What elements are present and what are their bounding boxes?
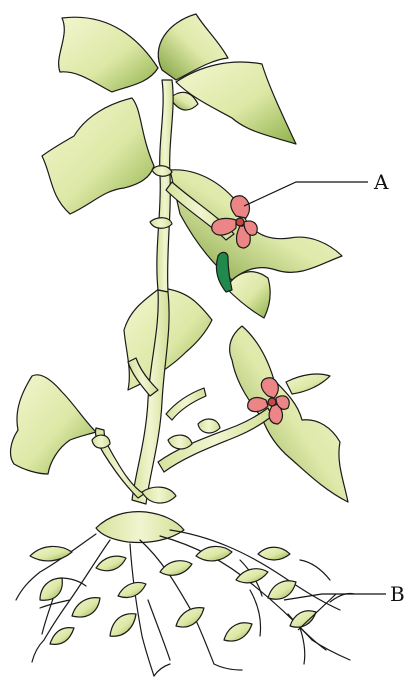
tuber bbox=[50, 628, 74, 645]
tuber bbox=[160, 561, 192, 576]
tuber bbox=[96, 556, 126, 571]
label-b: B bbox=[390, 582, 405, 606]
leaves bbox=[11, 14, 348, 502]
tuber bbox=[30, 546, 72, 561]
tuber bbox=[258, 547, 290, 560]
callout-a-leader bbox=[244, 182, 368, 206]
tuber bbox=[268, 581, 296, 599]
callout-a: A bbox=[244, 170, 389, 206]
stem-shoot-2 bbox=[166, 388, 206, 420]
leaf-lower-right bbox=[230, 326, 348, 502]
tuber bbox=[110, 614, 136, 637]
tuber bbox=[176, 608, 204, 627]
stem-node-4 bbox=[198, 419, 220, 433]
leaf-lower-right-tip bbox=[286, 374, 330, 394]
tuber bbox=[40, 578, 62, 600]
tuber bbox=[72, 598, 100, 617]
roots bbox=[16, 530, 354, 676]
tuber bbox=[118, 583, 146, 598]
stem-crown bbox=[96, 512, 184, 543]
tuber bbox=[236, 569, 268, 583]
leaf-lower-left bbox=[11, 375, 96, 474]
stem-node-5 bbox=[92, 435, 110, 448]
flower-a-center bbox=[236, 218, 244, 226]
leaf-top-left bbox=[59, 17, 158, 92]
stem-node-2 bbox=[150, 218, 172, 229]
flower-b-center bbox=[268, 398, 276, 406]
tuber bbox=[196, 546, 232, 561]
stem-node-3 bbox=[168, 435, 192, 449]
label-a: A bbox=[373, 170, 389, 194]
leaf-upper-left bbox=[42, 98, 154, 214]
tuber bbox=[224, 623, 252, 641]
stem-node-6 bbox=[142, 487, 176, 503]
